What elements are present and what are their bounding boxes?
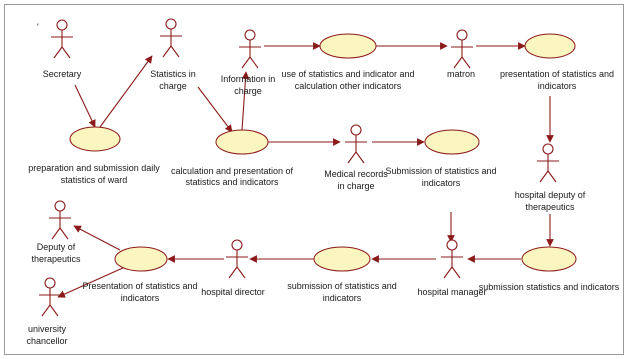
stick-figure-icon: [441, 239, 463, 279]
use-case-calc-presentation: calculation and presentation of statisti…: [171, 129, 294, 187]
stray-mark: ': [37, 22, 39, 32]
flow-prep-to-statistics-in-charge: [99, 55, 153, 128]
use-case-presentation-bottom: Presentation of statistics and indicator…: [82, 246, 198, 303]
actor-secretary: Secretary: [43, 19, 82, 79]
use-case-submission-mid: Submission of statistics and indicators: [385, 129, 497, 188]
svg-text:Submission of statistics and: Submission of statistics and: [385, 166, 496, 176]
actor-hospital-manager: hospital manager: [417, 239, 487, 297]
use-case-submission-right: submission statistics and indicators: [479, 246, 620, 292]
actor-matron: matron: [447, 29, 475, 79]
actor-hospital-deputy-of-therapeutics: hospital deputy of therapeutics: [515, 143, 586, 212]
svg-text:use of statistics and indicato: use of statistics and indicator and: [281, 69, 414, 79]
svg-text:in charge: in charge: [337, 181, 374, 191]
svg-text:hospital manager: hospital manager: [417, 287, 486, 297]
actor-information-in-charge: Information in charge: [221, 29, 276, 96]
svg-text:university: university: [28, 324, 67, 334]
svg-text:statistics of ward: statistics of ward: [61, 175, 128, 185]
stick-figure-icon: [49, 200, 71, 240]
svg-text:Deputy of: Deputy of: [37, 242, 76, 252]
use-case-prep-submission-daily: preparation and submission daily statist…: [28, 126, 160, 185]
svg-text:Presentation of statistics and: Presentation of statistics and: [82, 281, 197, 291]
actor-deputy-of-therapeutics: Deputy of therapeutics: [31, 200, 81, 264]
stick-figure-icon: [226, 239, 248, 279]
stick-figure-icon: [39, 277, 61, 317]
svg-text:preparation and submission dai: preparation and submission daily: [28, 163, 160, 173]
actor-medical-records-in-charge: Medical records in charge: [324, 124, 388, 191]
svg-text:Secretary: Secretary: [43, 69, 82, 79]
flow-secretary-to-prep: [74, 84, 96, 128]
svg-text:indicators: indicators: [538, 81, 577, 91]
svg-text:Information in: Information in: [221, 74, 276, 84]
flows: [57, 42, 554, 298]
svg-text:matron: matron: [447, 69, 475, 79]
stick-figure-icon: [537, 143, 559, 183]
actor-university-chancellor: university chancellor: [26, 277, 68, 346]
stick-figure-icon: [451, 29, 473, 69]
svg-text:therapeutics: therapeutics: [525, 202, 575, 212]
svg-text:indicators: indicators: [121, 293, 160, 303]
svg-text:calculation and presentation o: calculation and presentation of: [171, 166, 294, 176]
use-case-use-of-statistics: use of statistics and indicator and calc…: [281, 33, 415, 91]
svg-text:statistics and indicators: statistics and indicators: [185, 177, 279, 187]
flow-calc-to-information: [241, 71, 250, 131]
svg-text:Statistics in: Statistics in: [150, 69, 196, 79]
use-case-submission-bottom: submission of statistics and indicators: [287, 246, 397, 303]
svg-text:Medical records: Medical records: [324, 169, 388, 179]
svg-text:charge: charge: [234, 86, 262, 96]
diagram-frame: [4, 4, 624, 355]
svg-text:chancellor: chancellor: [26, 336, 67, 346]
stick-figure-icon: [239, 29, 261, 69]
svg-text:submission statistics and indi: submission statistics and indicators: [479, 282, 620, 292]
svg-text:indicators: indicators: [323, 293, 362, 303]
svg-text:presentation of statistics and: presentation of statistics and: [500, 69, 614, 79]
actor-statistics-in-charge: Statistics in charge: [150, 18, 196, 91]
svg-text:charge: charge: [159, 81, 187, 91]
svg-text:hospital deputy of: hospital deputy of: [515, 190, 586, 200]
flow-statistics-to-calc: [197, 86, 233, 133]
use-case-presentation-top: presentation of statistics and indicator…: [500, 33, 614, 91]
stick-figure-icon: [160, 18, 182, 58]
stick-figure-icon: [51, 19, 73, 59]
svg-text:therapeutics: therapeutics: [31, 254, 81, 264]
flow-presentation-to-deputy-of-therapeutics: [73, 225, 121, 251]
flow-presentation-to-chancellor: [57, 266, 126, 298]
svg-text:hospital director: hospital director: [201, 287, 265, 297]
svg-text:indicators: indicators: [422, 178, 461, 188]
stick-figure-icon: [345, 124, 367, 164]
svg-text:calculation other indicators: calculation other indicators: [295, 81, 402, 91]
svg-text:submission of statistics and: submission of statistics and: [287, 281, 397, 291]
actor-hospital-director: hospital director: [201, 239, 265, 297]
